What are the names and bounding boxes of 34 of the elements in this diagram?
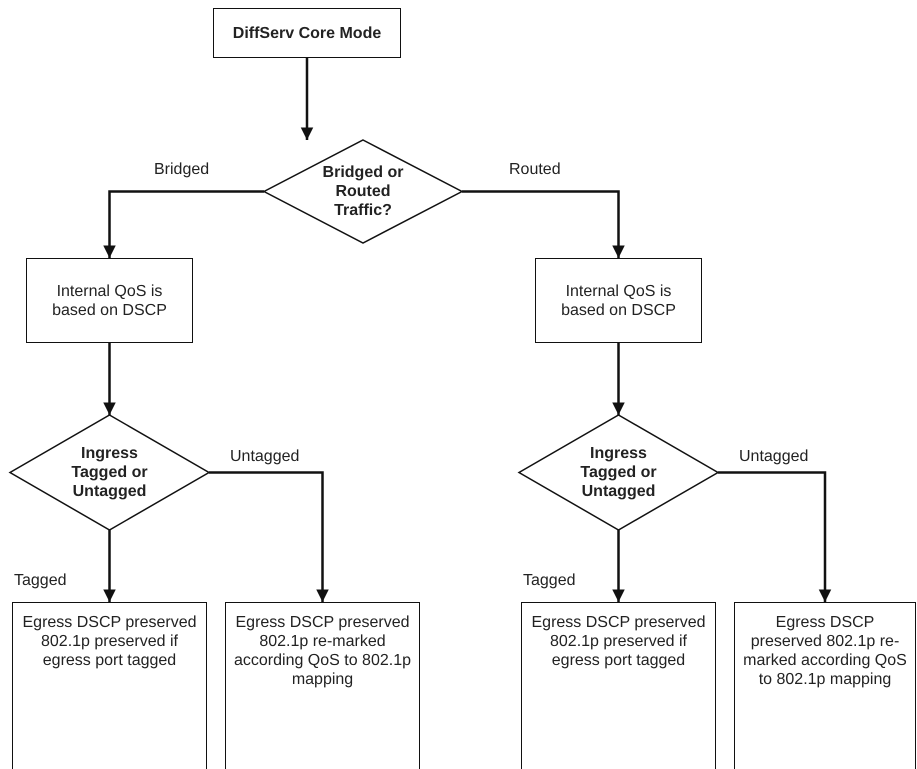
process-box — [26, 258, 193, 343]
decision-diamond — [264, 140, 462, 243]
node-text: Ingress Tagged or Untagged — [579, 444, 658, 501]
edge-label: Tagged — [522, 572, 576, 590]
process-box — [535, 258, 702, 343]
edge-label: Tagged — [13, 572, 68, 590]
node-text: Ingress Tagged or Untagged — [70, 444, 149, 501]
arrow — [612, 343, 625, 415]
node-text: Egress DSCP preserved 802.1p re-marked according QoS to 802.1p mapping — [233, 613, 412, 689]
decision-diamond — [10, 415, 209, 530]
node-text: Internal QoS is based on DSCP — [560, 282, 677, 320]
arrow — [209, 471, 329, 602]
arrow — [462, 190, 625, 258]
process-box — [213, 8, 401, 58]
node-text: Egress DSCP preserved 802.1p re-marked according QoS to 802.1p mapping — [742, 613, 908, 689]
arrow — [718, 471, 832, 602]
arrow — [300, 58, 314, 140]
arrow — [103, 530, 116, 602]
node-text: Bridged or Routed Traffic? — [322, 163, 404, 220]
node-text: Egress DSCP preserved 802.1p preserved if egress port tagged — [530, 613, 706, 670]
arrow — [103, 190, 264, 258]
decision-diamond — [519, 415, 718, 530]
edge-label: Untagged — [738, 448, 810, 466]
process-box — [521, 602, 716, 769]
edge-label: Untagged — [229, 448, 300, 466]
arrow — [103, 343, 116, 415]
node-text: Egress DSCP preserved 802.1p preserved if egress port tagged — [22, 613, 198, 670]
process-box — [225, 602, 420, 769]
edge-label: Bridged — [153, 161, 210, 179]
process-box — [734, 602, 916, 769]
process-box — [12, 602, 207, 769]
node-text: Internal QoS is based on DSCP — [51, 282, 168, 320]
node-text: DiffServ Core Mode — [232, 24, 382, 42]
arrow — [612, 530, 625, 602]
